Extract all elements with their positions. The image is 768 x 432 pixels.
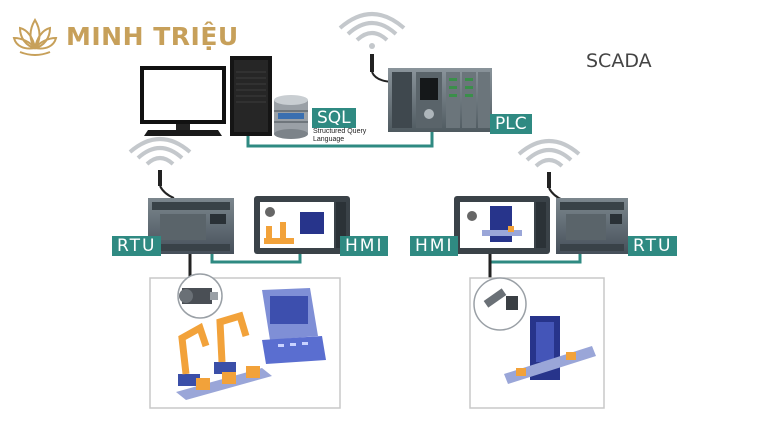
field-area-right [469, 277, 605, 409]
conveyor-icon [176, 366, 272, 400]
inspection-machine-icon [504, 316, 596, 384]
control-console-icon [262, 288, 326, 364]
brand-logo: MINH TRIỆU [12, 14, 239, 58]
rtu-right-label: RTU [628, 236, 678, 256]
brand-name: MINH TRIỆU [66, 21, 239, 51]
rtu-module-icon [148, 198, 234, 254]
plc-module-icon [388, 68, 492, 132]
sql-label: SQL [312, 108, 356, 128]
field-area-left [149, 273, 341, 409]
wifi-antenna-icon [517, 139, 581, 201]
wifi-antenna-icon [128, 137, 192, 199]
hmi-right-label: HMI [410, 236, 459, 256]
rtu-module-icon [556, 198, 628, 254]
wifi-antenna-icon [338, 12, 406, 83]
plc-label: PLC [490, 114, 532, 134]
diagram-title: SCADA [586, 50, 652, 72]
sql-sublabel: Structured Query Language [313, 128, 367, 143]
field-links [188, 254, 492, 278]
database-icon [274, 95, 308, 139]
robot-arm-icon [178, 311, 250, 386]
lotus-logo-icon [12, 18, 58, 56]
hmi-left-label: HMI [340, 236, 389, 256]
motor-icon [177, 273, 223, 319]
rtu-left-label: RTU [112, 236, 162, 256]
hmi-panel-icon [254, 196, 350, 254]
hmi-panel-icon [454, 196, 550, 254]
sensor-icon [473, 277, 527, 331]
desktop-computer-icon [140, 56, 272, 136]
